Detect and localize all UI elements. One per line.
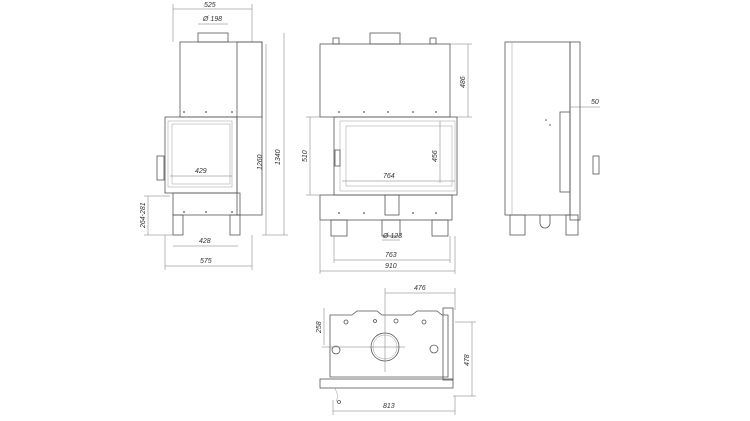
side-view: 486 510 456 764 Ø 123 763 910 [302,32,472,274]
dim-flue-offset-x: 476 [414,285,426,292]
dim-leg-height: 264-281 [140,202,147,229]
dim-leg-spacing: 428 [199,238,211,245]
top-view: 476 258 478 813 [316,285,476,415]
dim-glass-width-side: 764 [383,173,395,180]
top-door-rail [319,378,454,389]
side-flue-collar [369,32,401,45]
dim-flue-diameter: Ø 198 [202,16,222,23]
side-leg-right [431,219,449,237]
profile-view: 50 [504,41,600,236]
front-glass-inner [171,123,231,185]
profile-front-frame [569,41,581,221]
profile-handle [592,155,600,175]
front-door-frame [164,116,238,194]
front-leg-left [172,214,184,236]
side-lower-body [319,194,453,221]
dim-depth: 478 [464,354,471,366]
front-handle [156,155,165,181]
side-upper-body [319,43,451,118]
dim-width-total: 575 [200,258,212,265]
dim-height-total: 1340 [275,149,282,165]
dim-width-top-view: 813 [383,403,395,410]
side-air-inlet [384,194,400,216]
dim-leg-spacing-side: 763 [385,252,397,259]
dim-height-body: 1260 [257,154,264,170]
profile-leg-back [509,214,526,236]
front-upper-body [179,41,263,118]
front-lower-body [172,192,241,216]
dim-upper-height: 486 [460,76,467,88]
dim-width-top: 525 [204,2,216,9]
dim-width-total-side: 910 [385,263,397,270]
top-front-frame [442,307,454,381]
front-glass [167,120,233,188]
dim-door-height: 510 [302,150,309,162]
profile-leg-front [565,214,579,236]
front-flue-collar [197,32,229,43]
dim-glass-width: 429 [195,168,207,175]
top-body [329,310,449,378]
side-leg-left [330,219,348,237]
front-leg-right [229,214,241,236]
side-handle [334,149,341,167]
front-side-panel [236,41,263,216]
dim-profile-offset: 50 [591,99,599,106]
dim-air-inlet-diameter: Ø 123 [382,233,402,240]
dim-flue-offset-y: 258 [316,321,323,334]
front-view: 525 Ø 198 1260 1340 429 264-281 428 575 [140,2,288,270]
dim-glass-height: 456 [432,150,439,162]
